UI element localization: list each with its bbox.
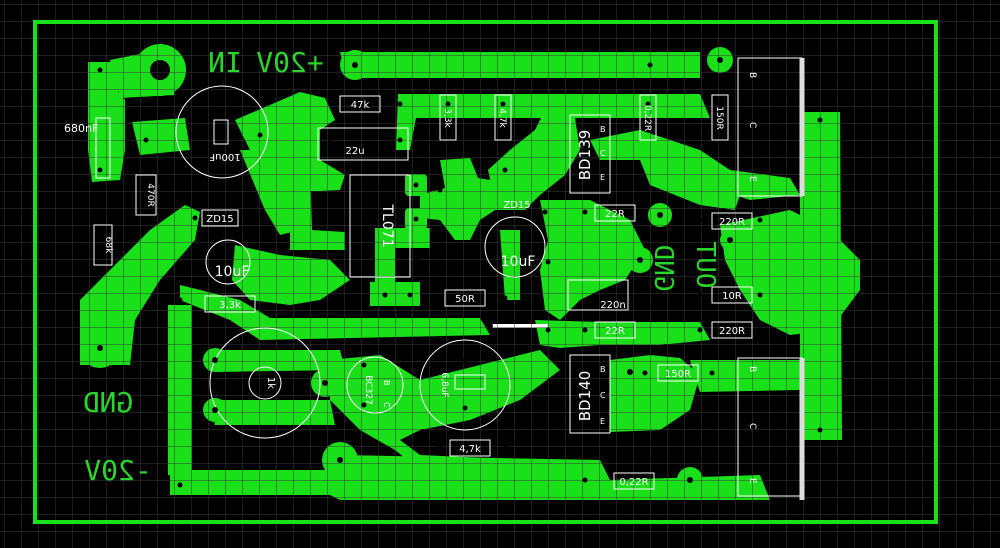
lbl-r022-top: 0,22R bbox=[642, 105, 652, 131]
silk-c10-left bbox=[205, 239, 251, 285]
lbl-r68k: 68k bbox=[103, 237, 113, 254]
lbl-r10: 10R bbox=[722, 291, 742, 302]
silk-r33k-vert bbox=[439, 94, 457, 141]
silk-r22-low bbox=[594, 321, 636, 339]
lbl-r022-bot: 0,22R bbox=[619, 477, 648, 488]
lbl-bd139-b: B bbox=[600, 125, 606, 134]
silk-r220-b bbox=[711, 321, 753, 339]
silk-r47k-bot bbox=[449, 439, 491, 457]
lbl-q-top-b: B bbox=[747, 72, 757, 78]
silkscreen bbox=[93, 57, 803, 497]
lbl-r470: 470R bbox=[145, 183, 155, 206]
lbl-q-top-e: E bbox=[747, 176, 757, 182]
lbl-bc-c: C bbox=[382, 402, 391, 408]
lbl-q-bot-c: C bbox=[747, 423, 757, 429]
silk-r33-mid bbox=[204, 295, 256, 313]
lbl-zd15-right: ZD15 bbox=[503, 200, 530, 211]
lbl-c10-right: 10uF bbox=[501, 254, 536, 270]
label-out: OUT bbox=[690, 241, 720, 288]
silk-r47k-vert bbox=[494, 94, 512, 141]
lbl-r47k-mid: 4,7k bbox=[497, 108, 507, 128]
lbl-bc327: BC327 bbox=[363, 375, 373, 404]
lbl-q-top-c: C bbox=[747, 122, 757, 128]
lbl-r22-mid: 22R bbox=[605, 209, 625, 220]
label-gnd-right: GND bbox=[648, 245, 678, 292]
lbl-r22-top: 22u bbox=[345, 146, 364, 157]
lbl-r50: 50R bbox=[455, 294, 475, 305]
lbl-zd15-left: ZD15 bbox=[206, 214, 233, 225]
board-outline bbox=[33, 20, 938, 524]
lbl-r150-top: 150R bbox=[714, 106, 724, 129]
silk-r022-vert bbox=[639, 94, 657, 141]
silk-r68k bbox=[93, 224, 113, 266]
silk-zd15-left bbox=[201, 209, 239, 227]
lbl-c68: 6,8uF bbox=[439, 372, 449, 397]
lbl-c10-left: 10uF bbox=[215, 264, 250, 280]
lbl-bd139-c: C bbox=[600, 149, 606, 158]
silk-r150-vert bbox=[711, 94, 729, 141]
label-plus-v: +20V bbox=[256, 46, 324, 79]
lbl-r33k: 3,3k bbox=[442, 108, 452, 128]
lbl-r47k-top: 47k bbox=[351, 100, 370, 111]
lbl-r47k-bot: 4,7k bbox=[459, 444, 481, 455]
lbl-bd140: BD140 bbox=[576, 371, 594, 421]
lbl-r33-bottom: 3,3k bbox=[219, 300, 241, 311]
silk-r50 bbox=[444, 289, 486, 307]
silk-c100-body bbox=[213, 119, 229, 145]
silk-r022-bot bbox=[613, 472, 655, 490]
silk-bd140 bbox=[569, 354, 611, 434]
silk-c100 bbox=[175, 85, 269, 179]
lbl-r22-low: 22R bbox=[605, 326, 625, 337]
label-minus-v: -20V bbox=[84, 454, 152, 487]
silk-pot-inner bbox=[248, 366, 282, 400]
silk-c68 bbox=[419, 339, 511, 431]
silk-r10 bbox=[711, 286, 753, 304]
silk-c68-body bbox=[454, 374, 486, 390]
silk-r220-a bbox=[711, 212, 753, 230]
lbl-bd140-c: C bbox=[600, 391, 606, 400]
lbl-c100: 100uF bbox=[209, 151, 240, 162]
silk-r150-bot bbox=[657, 364, 699, 382]
lbl-bd139: BD139 bbox=[576, 130, 594, 180]
lbl-r150-bot: 150R bbox=[665, 369, 691, 380]
pad-holes bbox=[97, 57, 823, 488]
lbl-bd140-b: B bbox=[600, 365, 606, 374]
silk-r22-mid bbox=[594, 204, 636, 222]
silk-ic bbox=[349, 174, 411, 278]
label-gnd-left: GND bbox=[83, 386, 134, 419]
silk-r47k-top bbox=[339, 95, 381, 113]
lbl-r220-a: 220R bbox=[719, 217, 745, 228]
lbl-bd140-e: E bbox=[600, 417, 605, 426]
silk-c22 bbox=[317, 127, 409, 161]
lbl-bd139-e: E bbox=[600, 173, 605, 182]
silk-c680 bbox=[95, 117, 111, 179]
silk-c10-right bbox=[484, 216, 546, 278]
lbl-r220-b: 220R bbox=[719, 326, 745, 337]
silk-bd139 bbox=[569, 114, 611, 194]
label-in: IN bbox=[208, 46, 242, 79]
lbl-r220n: 220n bbox=[600, 300, 625, 311]
lbl-ic: TL071 bbox=[379, 203, 395, 247]
lbl-pot: 1k bbox=[265, 377, 276, 389]
lbl-bc-b: B bbox=[382, 380, 391, 386]
lbl-c680: 680nF bbox=[64, 122, 98, 135]
lbl-q-bot-b: B bbox=[747, 366, 757, 372]
silk-bc327 bbox=[346, 356, 404, 414]
silk-pot bbox=[209, 327, 321, 439]
lbl-q-bot-e: E bbox=[747, 478, 757, 484]
silk-r470 bbox=[135, 174, 157, 216]
silk-c220n bbox=[567, 279, 629, 311]
